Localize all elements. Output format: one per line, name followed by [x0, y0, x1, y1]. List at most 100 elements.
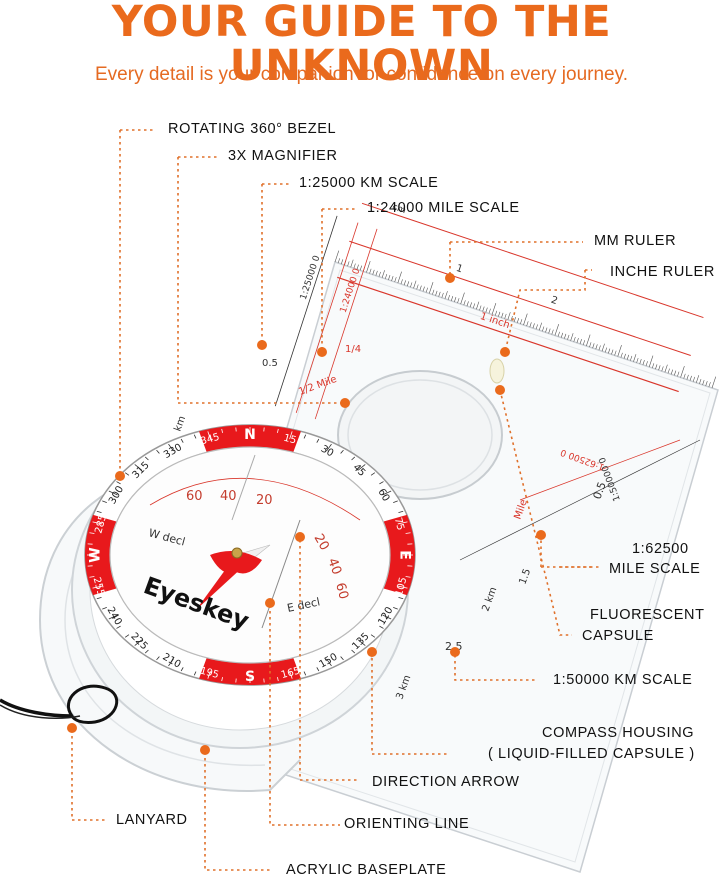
scale-25000-mark: 1:25000 0 [299, 254, 323, 301]
mm-tick [482, 306, 485, 312]
bezel-number-75: 75 [392, 516, 406, 531]
mm-tick [428, 282, 434, 294]
bezel-tick [134, 639, 143, 646]
zero-five-mark: 0.5 [591, 480, 609, 501]
quarter-mark: 1/4 [345, 344, 361, 355]
bezel-tick [393, 607, 398, 610]
mm-tick [378, 271, 381, 277]
mm-tick [413, 280, 417, 289]
mm-tick [410, 282, 413, 288]
mm-tick [639, 359, 642, 364]
mm-tick [576, 338, 579, 343]
mm-tick [648, 355, 654, 368]
callout-62500-line1: 1:62500 [632, 541, 689, 557]
mm-tick [711, 376, 717, 389]
mm-tick [645, 361, 648, 367]
mm-tick [435, 290, 438, 296]
bezel-tick [193, 671, 197, 676]
mm-tick [642, 360, 645, 365]
mm-tick [523, 313, 528, 326]
mm-tick [469, 302, 472, 308]
mm-tick [507, 312, 511, 320]
decl-40-right: 40 [324, 556, 344, 577]
bezel-tick [89, 532, 95, 534]
bezel-red-sector-3 [85, 514, 117, 596]
callout-inch-ruler: INCHE RULER [610, 264, 715, 280]
bezel-tick [289, 431, 293, 440]
bezel-tick [289, 670, 293, 679]
callout-62500-line2: MILE SCALE [609, 561, 701, 577]
mm-tick [560, 332, 564, 338]
mm-tick [689, 375, 692, 381]
mm-tick [438, 291, 441, 297]
mm-tick [686, 374, 689, 380]
bezel-red-sector-1 [383, 514, 415, 596]
bezel-tick [393, 500, 398, 503]
mm-tick [391, 276, 394, 281]
decl-60-right: 60 [332, 581, 351, 601]
mm-tick [463, 300, 466, 306]
bezel-tick [326, 443, 332, 452]
mm-tick [592, 343, 595, 349]
callout-housing-line2: ( LIQUID-FILLED CAPSULE ) [488, 746, 695, 762]
bezel-tick [89, 576, 95, 578]
mm-tick [548, 328, 551, 334]
mm-tick [636, 357, 639, 363]
mm-tick [535, 324, 538, 330]
bezel-tick [108, 614, 118, 620]
bezel-tick [382, 490, 392, 496]
mm-ruler [334, 250, 717, 389]
bezel-tick [382, 614, 392, 620]
mm-tick [567, 334, 570, 340]
mm-tick [359, 265, 362, 271]
mm-tick [595, 344, 598, 350]
bezel-tick [207, 431, 211, 440]
bezel-tick [357, 639, 366, 646]
mm-tick [510, 315, 513, 321]
mm-tick [356, 264, 359, 270]
bezel-tick [405, 576, 411, 578]
mm-tick [692, 376, 696, 382]
one-mark: 1 [455, 263, 465, 275]
mm-tick [460, 292, 465, 305]
mm-tick [589, 342, 592, 348]
mm-tick [513, 317, 516, 322]
mm-tick [526, 321, 529, 327]
mm-tick [491, 303, 497, 315]
bezel-number-285: 285 [93, 513, 109, 534]
mm-tick [375, 270, 378, 276]
mm-tick [557, 331, 560, 337]
mm-tick [617, 345, 622, 357]
mm-tick [472, 303, 476, 309]
mm-tick [573, 336, 576, 342]
bezel-tick [397, 585, 408, 589]
bezel-tick [193, 434, 197, 439]
mm-tick [529, 322, 532, 328]
mm-tick [388, 275, 391, 280]
cardinal-e: E [397, 550, 413, 560]
mm-tick [542, 326, 545, 332]
mm-tick [444, 291, 448, 299]
bezel-tick [96, 597, 102, 600]
mm-tick [454, 297, 457, 302]
bezel-tick [379, 625, 384, 629]
two-mark: 2 [549, 295, 559, 307]
callout-housing-line1: COMPASS HOUSING [542, 725, 695, 741]
mm-tick [406, 281, 410, 287]
bezel-number-255: 255 [91, 576, 107, 597]
mm-tick [702, 380, 705, 385]
bezel-number-195: 195 [199, 666, 220, 682]
bezel-red-sector-2 [199, 657, 301, 685]
bezel-tick [92, 585, 103, 589]
bezel-tick [326, 658, 332, 667]
mm-tick [551, 329, 554, 335]
bezel-tick [370, 634, 376, 638]
mm-tick [601, 343, 605, 352]
mm-tick [680, 366, 685, 378]
mm-tick [520, 319, 523, 325]
callout-lanyard: LANYARD [116, 812, 188, 828]
callout-fluorescent-line1: FLUORESCENT [590, 607, 705, 623]
mm-tick [652, 363, 655, 369]
mm-tick [450, 296, 454, 301]
